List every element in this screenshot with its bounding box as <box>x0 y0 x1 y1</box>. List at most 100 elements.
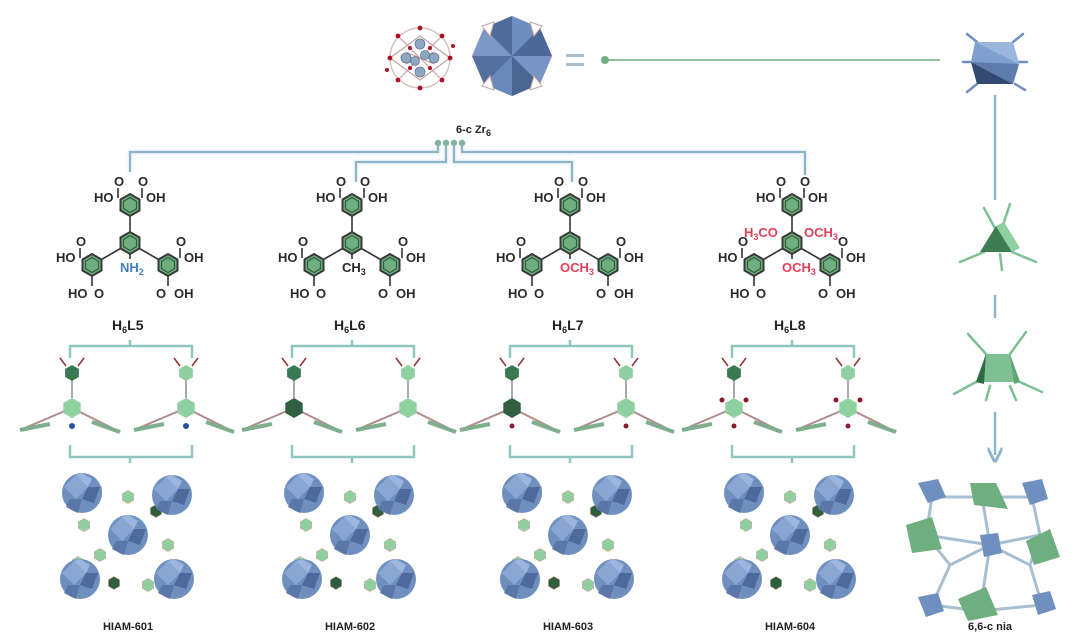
hydroxyl-label: OH <box>174 286 194 301</box>
hydroxyl-label: OH <box>368 190 388 205</box>
oxygen-label: O <box>398 234 408 249</box>
bracket-top <box>508 340 634 358</box>
benzene-ring-top <box>781 192 803 218</box>
hydroxyl-label: OH <box>396 286 416 301</box>
oxygen-label: O <box>156 286 166 301</box>
linker-conformation-pair <box>241 340 457 463</box>
carboxyl-left-upper: OHO <box>718 234 748 265</box>
oxygen-label: O <box>554 174 564 189</box>
benzene-ring-top <box>341 192 363 218</box>
benzene-ring-center-inner <box>344 234 360 252</box>
ligand-name: H6L6 <box>334 317 366 335</box>
ligand-name: H6L8 <box>774 317 806 335</box>
mof-name-label: HIAM-604 <box>765 621 816 633</box>
carboxyl-top-left: OHO <box>534 174 564 205</box>
carboxyl-top-right: OOH <box>360 174 388 205</box>
benzene-ring-right-inner <box>382 256 398 274</box>
carboxyl-right-upper: OOH <box>838 234 866 265</box>
carboxyl-right-lower: OHO <box>378 276 416 301</box>
carboxyl-left-upper: OHO <box>496 234 526 265</box>
bracket-top <box>290 340 416 358</box>
oxygen-label: O <box>534 286 544 301</box>
hydroxyl-label: HO <box>534 190 554 205</box>
carboxyl-left-lower: HO O <box>68 276 104 301</box>
oxygen-label: O <box>176 234 186 249</box>
linker-conformation-pair <box>459 340 675 463</box>
benzene-ring-right-inner <box>822 256 838 274</box>
hydroxyl-label: OH <box>184 250 204 265</box>
hydroxyl-label: HO <box>290 286 310 301</box>
ligand-branch-connectors <box>128 146 807 182</box>
benzene-ring-left-inner <box>524 256 540 274</box>
hydroxyl-label: OH <box>146 190 166 205</box>
node-label: 6-c Zr6 <box>456 124 491 138</box>
carboxyl-right-upper: OOH <box>176 234 204 265</box>
oxygen-label: O <box>360 174 370 189</box>
benzene-ring-left-inner <box>746 256 762 274</box>
triangular-prism-linker-icon <box>958 202 1038 272</box>
benzene-ring-center-inner <box>784 234 800 252</box>
oxygen-label: O <box>94 286 104 301</box>
oxygen-label: O <box>756 286 766 301</box>
oxygen-label: O <box>516 234 526 249</box>
oxygen-label: O <box>800 174 810 189</box>
carboxyl-top-right: OOH <box>800 174 828 205</box>
carboxyl-top-right: OOH <box>138 174 166 205</box>
hydroxyl-label: HO <box>730 286 750 301</box>
carboxyl-top-left: OHO <box>756 174 786 205</box>
oxygen-label: O <box>838 234 848 249</box>
bracket-bottom <box>730 445 856 463</box>
carboxyl-top-left: OHO <box>316 174 346 205</box>
oxygen-label: O <box>138 174 148 189</box>
linker-fragment <box>573 357 675 434</box>
hydroxyl-label: HO <box>68 286 88 301</box>
trigonal-prism-linker-icon <box>952 330 1044 402</box>
benzene-ring-right-inner <box>600 256 616 274</box>
carboxyl-right-upper: OOH <box>616 234 644 265</box>
bracket-bottom <box>508 445 634 463</box>
hydroxyl-label: HO <box>508 286 528 301</box>
nia-topology-net <box>906 479 1060 621</box>
substituent-label: CH3 <box>342 260 366 277</box>
zr6-ball-stick-cluster <box>385 25 455 91</box>
carboxyl-right-lower: OHO <box>596 276 634 301</box>
bracket-top <box>68 340 194 358</box>
bracket-bottom <box>68 445 194 463</box>
substituent-label-h3co: H3CO <box>744 225 778 242</box>
ligand-name: H6L7 <box>552 317 584 335</box>
mof-framework-hiam-604 <box>722 473 856 599</box>
mof-framework-hiam-603 <box>500 473 634 599</box>
linker-fragment <box>795 357 897 434</box>
substituent-label: OCH3 <box>782 260 816 277</box>
mof-name-label: HIAM-603 <box>543 621 593 633</box>
benzene-ring-left-inner <box>84 256 100 274</box>
carboxyl-left-lower: HO O <box>730 276 766 301</box>
carboxyl-top-right: OOH <box>578 174 606 205</box>
substituent-label: OCH3 <box>560 260 594 277</box>
oxygen-label: O <box>616 234 626 249</box>
equals-sign <box>566 54 584 66</box>
linker-fragment <box>241 357 343 434</box>
octahedron-node-icon <box>961 32 1029 94</box>
mof-framework-hiam-602 <box>282 473 416 599</box>
linker-fragment <box>133 357 235 434</box>
zr6-polyhedral-cluster <box>472 16 552 96</box>
oxygen-label: O <box>738 234 748 249</box>
linker-fragment <box>19 357 121 434</box>
hydroxyl-label: OH <box>614 286 634 301</box>
oxygen-label: O <box>114 174 124 189</box>
carboxyl-top-left: OHO <box>94 174 124 205</box>
oxygen-label: O <box>818 286 828 301</box>
hydroxyl-label: OH <box>836 286 856 301</box>
linker-conformation-pair <box>19 340 235 463</box>
connector-dots <box>434 139 466 147</box>
benzene-ring-top <box>119 192 141 218</box>
hydroxyl-label: OH <box>406 250 426 265</box>
topology-label: 6,6-c nia <box>968 621 1013 633</box>
mof-name-label: HIAM-601 <box>103 621 153 633</box>
